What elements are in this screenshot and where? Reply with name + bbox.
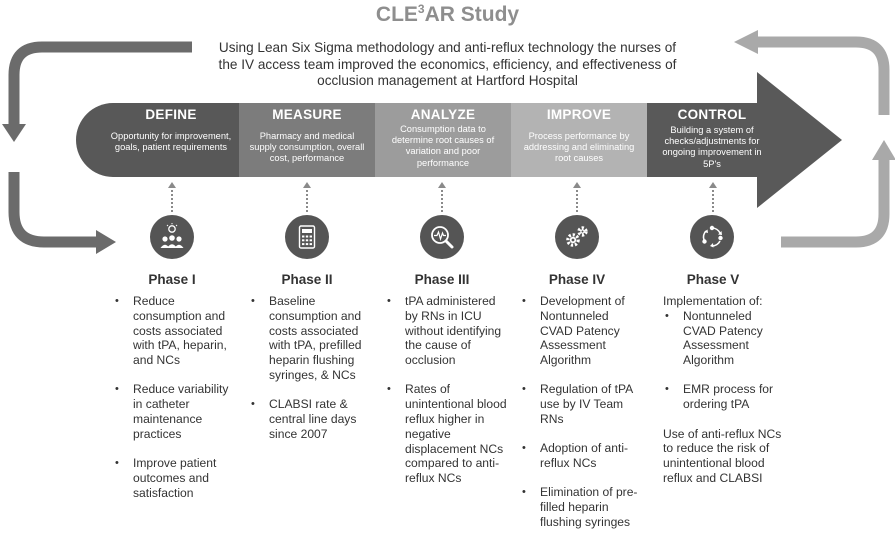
cycle-arrow-right-bottom <box>781 158 890 248</box>
stage-bg-improve <box>511 103 647 177</box>
cycle-arrow-left-top <box>8 41 192 128</box>
phase-intro: Implementation of: <box>663 294 763 308</box>
phase-1-details: Reduce consumption and costs associated … <box>113 294 235 515</box>
diagram-title: CLE3AR Study <box>375 2 520 26</box>
cycle-arrow-right-bottom-head <box>872 140 895 160</box>
cycle-arrow-right-top-head <box>734 30 758 54</box>
cycle-arrow-left-bottom <box>8 172 98 248</box>
phase-5-details: Implementation of: Nontunneled CVAD Pate… <box>663 294 785 486</box>
connector-phase-1 <box>168 182 176 212</box>
list-item: Baseline consumption and costs associate… <box>249 294 371 383</box>
process-diagram-background <box>2 30 895 254</box>
stage-description: Opportunity for improvement, goals, pati… <box>110 131 232 153</box>
list-item: Nontunneled CVAD Patency Assessment Algo… <box>663 309 785 368</box>
list-item: CLABSI rate & central line days since 20… <box>249 397 371 441</box>
phase-2-details: Baseline consumption and costs associate… <box>249 294 371 456</box>
phase-outro: Use of anti-reflux NCs to reduce the ris… <box>663 426 782 485</box>
stage-bg-control <box>647 72 842 208</box>
connector-phase-3 <box>438 182 446 212</box>
gears-icon <box>555 215 599 259</box>
stage-bg-define <box>76 103 239 177</box>
diagram-subtitle: Using Lean Six Sigma methodology and ant… <box>218 40 677 88</box>
stage-improve: IMPROVE Process performance by addressin… <box>511 103 647 177</box>
stage-analyze: ANALYZE Consumption data to determine ro… <box>375 103 511 177</box>
connector-phase-2 <box>303 182 311 212</box>
stage-measure: MEASURE Pharmacy and medical supply cons… <box>239 103 375 177</box>
list-item: Rates of unintentional blood reflux high… <box>385 382 507 486</box>
calculator-icon <box>285 215 329 259</box>
cycle-arrow-left-bottom-head <box>96 230 116 254</box>
phase-3-details: tPA administered by RNs in ICU without i… <box>385 294 507 501</box>
stage-description: Process performance by addressing and el… <box>523 131 635 164</box>
people-lightbulb-icon <box>150 215 194 259</box>
list-item: tPA administered by RNs in ICU without i… <box>385 294 507 368</box>
stage-define: DEFINE Opportunity for improvement, goal… <box>103 103 239 177</box>
stage-bg-measure <box>239 103 375 177</box>
stage-title: MEASURE <box>272 107 342 122</box>
stage-title: DEFINE <box>145 107 197 122</box>
cycle-arrows-icon <box>690 215 734 259</box>
connector-phase-4 <box>573 182 581 212</box>
phase-heading: Phase IV <box>548 272 606 287</box>
magnifier-chart-icon <box>420 215 464 259</box>
phase-heading: Phase II <box>281 272 333 287</box>
list-item: Development of Nontunneled CVAD Patency … <box>520 294 642 368</box>
phase-heading: Phase V <box>686 272 740 287</box>
phase-heading: Phase III <box>414 272 470 287</box>
connector-phase-5 <box>709 182 717 212</box>
list-item: Improve patient outcomes and satisfactio… <box>113 456 235 500</box>
phase-4-details: Development of Nontunneled CVAD Patency … <box>520 294 642 544</box>
stage-control: CONTROL Building a system of checks/adju… <box>647 103 777 177</box>
list-item: Regulation of tPA use by IV Team RNs <box>520 382 642 426</box>
cycle-arrow-left-top-head <box>2 124 26 142</box>
list-item: Reduce consumption and costs associated … <box>113 294 235 368</box>
cycle-arrow-right-top <box>756 36 890 115</box>
phase-heading: Phase I <box>148 272 196 287</box>
stage-title: IMPROVE <box>546 107 612 122</box>
stage-description: Consumption data to determine root cause… <box>391 124 495 168</box>
list-item: Adoption of anti-reflux NCs <box>520 441 642 471</box>
stage-bg-analyze <box>375 103 511 177</box>
list-item: EMR process for ordering tPA <box>663 382 785 412</box>
stage-title: CONTROL <box>677 107 747 122</box>
stage-description: Building a system of checks/adjustments … <box>662 125 762 169</box>
list-item: Reduce variability in catheter maintenan… <box>113 382 235 441</box>
list-item: Elimination of pre-filled heparin flushi… <box>520 485 642 529</box>
stage-description: Pharmacy and medical supply consumption,… <box>249 131 365 164</box>
stage-title: ANALYZE <box>410 107 476 122</box>
